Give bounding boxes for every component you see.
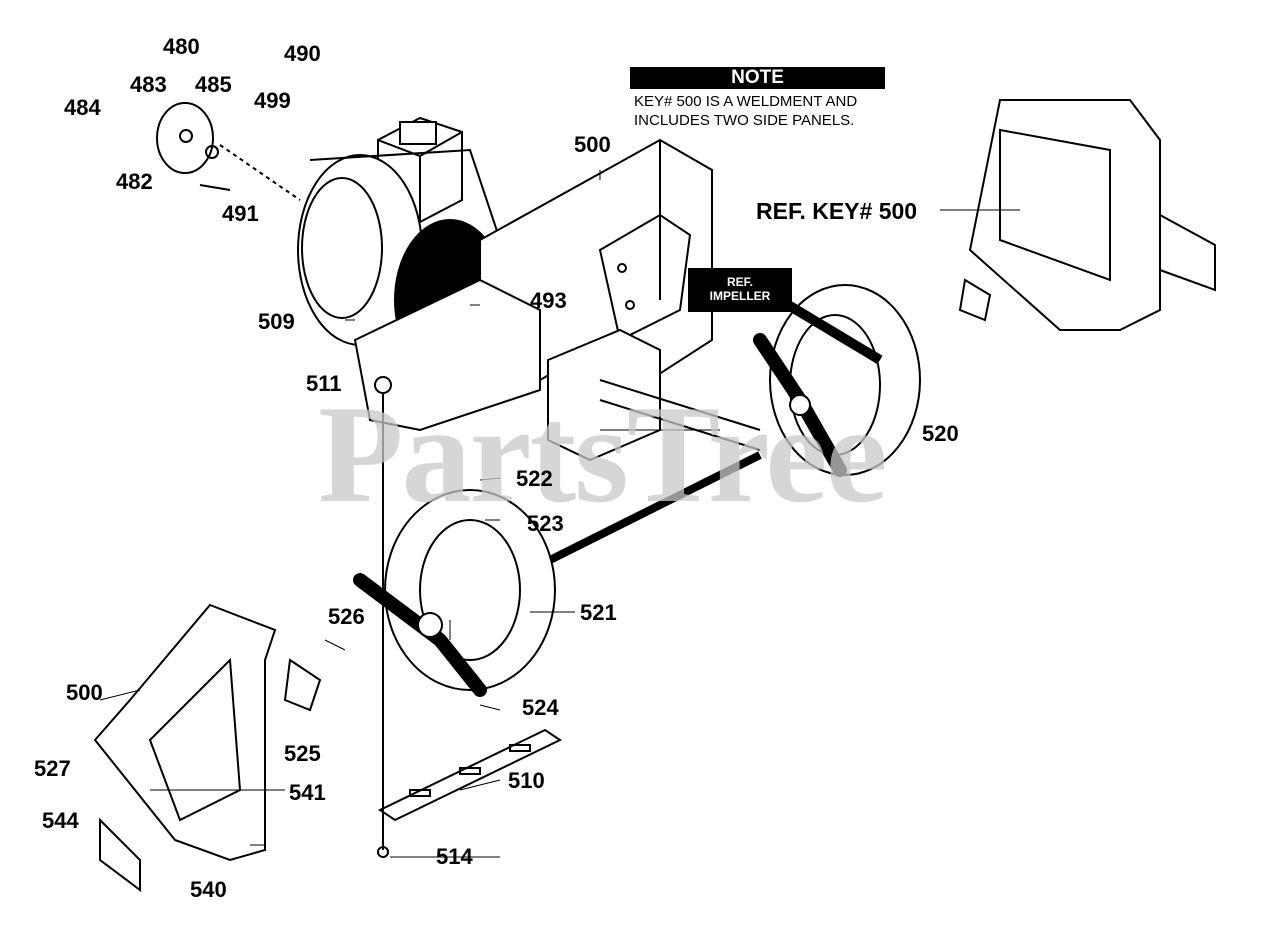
label-499: 499 (254, 88, 291, 113)
label-480: 480 (163, 34, 200, 59)
label-524: 524 (522, 695, 559, 720)
right-auger (753, 284, 921, 477)
blower-plate (353, 278, 541, 432)
label-500-left: 500 (66, 680, 103, 705)
note-line-1: KEY# 500 IS A WELDMENT AND (634, 93, 858, 110)
label-484: 484 (64, 95, 101, 120)
note-heading: NOTE (630, 67, 885, 89)
callout-line-1: REF. (726, 275, 753, 289)
label-514: 514 (436, 844, 473, 869)
label-544: 544 (42, 808, 79, 833)
gearbox (547, 328, 761, 462)
label-ref-key-500: REF. KEY# 500 (756, 198, 918, 224)
left-auger (353, 489, 556, 697)
label-483: 483 (130, 72, 167, 97)
pulley (156, 102, 301, 201)
label-522: 522 (516, 466, 553, 491)
label-521: 521 (580, 600, 617, 625)
note-line-2: INCLUDES TWO SIDE PANELS. (634, 112, 855, 129)
label-540: 540 (190, 877, 227, 902)
label-509: 509 (258, 309, 295, 334)
right-side-panel (958, 99, 1216, 331)
leader-lines (99, 170, 1020, 858)
label-527: 527 (34, 756, 71, 781)
label-493: 493 (530, 288, 567, 313)
label-511: 511 (306, 371, 342, 396)
bolt-line (374, 376, 392, 858)
label-541: 541 (289, 780, 326, 805)
label-485: 485 (195, 72, 232, 97)
label-526: 526 (328, 604, 365, 629)
label-491: 491 (222, 201, 259, 226)
shave-plate (377, 728, 563, 822)
left-side-panel (93, 603, 322, 892)
label-500-top: 500 (574, 132, 611, 157)
label-510: 510 (508, 768, 545, 793)
label-490: 490 (284, 41, 321, 66)
label-525: 525 (284, 741, 321, 766)
watermark: PartsTree (318, 377, 888, 532)
callout-line-2: IMPELLER (709, 289, 771, 303)
label-482: 482 (116, 169, 153, 194)
label-523: 523 (527, 511, 564, 536)
label-520: 520 (922, 421, 959, 446)
ref-impeller-callout: REF. IMPELLER (688, 268, 792, 312)
